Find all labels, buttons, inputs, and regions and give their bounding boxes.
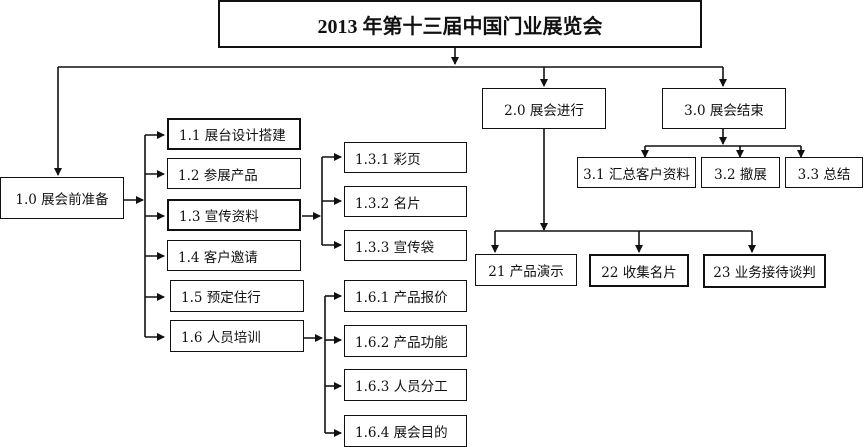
- node-label: 1.6.1 产品报价: [355, 290, 448, 306]
- chart-title: 2013 年第十三届中国门业展览会: [218, 0, 702, 48]
- node-prep: 1.0 展会前准备: [0, 177, 124, 219]
- node-label: 1.4 客户邀请: [178, 249, 258, 266]
- node-label: 1.6 人员培训: [181, 330, 261, 346]
- node-label: 1.6.2 产品功能: [355, 335, 448, 351]
- node-1-3-1: 1.3.1 彩页: [344, 142, 467, 173]
- node-1-6-1: 1.6.1 产品报价: [344, 280, 467, 312]
- node-label: 3.0 展会结束: [684, 102, 764, 119]
- node-1-3-2: 1.3.2 名片: [344, 186, 467, 217]
- node-1-4: 1.4 客户邀请: [167, 240, 301, 271]
- node-label: 1.2 参展产品: [178, 167, 258, 184]
- node-3-3: 3.3 总结: [785, 157, 863, 188]
- node-1-1: 1.1 展台设计搭建: [167, 118, 301, 150]
- node-2-3: 23 业务接待谈判: [703, 254, 826, 288]
- node-label: 3.3 总结: [797, 166, 851, 183]
- node-label: 1.3 宣传资料: [179, 209, 259, 225]
- title-text: 2013 年第十三届中国门业展览会: [317, 15, 603, 38]
- node-label: 1.0 展会前准备: [15, 192, 109, 208]
- node-2-2: 22 收集名片: [589, 254, 689, 287]
- node-3-1: 3.1 汇总客户资料: [577, 157, 696, 188]
- node-label: 1.6.3 人员分工: [355, 379, 448, 395]
- node-label: 1.3.1 彩页: [355, 151, 421, 168]
- node-label: 1.5 预定住行: [181, 290, 261, 306]
- node-label: 3.2 撤展: [714, 166, 767, 183]
- node-1-6: 1.6 人员培训: [170, 320, 304, 352]
- node-label: 21 产品演示: [488, 264, 564, 280]
- node-label: 23 业务接待谈判: [713, 265, 816, 281]
- node-1-5: 1.5 预定住行: [170, 280, 304, 312]
- node-1-6-2: 1.6.2 产品功能: [344, 325, 467, 357]
- node-3-2: 3.2 撤展: [701, 157, 780, 188]
- node-1-6-3: 1.6.3 人员分工: [344, 369, 467, 401]
- node-label: 22 收集名片: [601, 264, 677, 281]
- node-2-1: 21 产品演示: [475, 254, 577, 286]
- node-label: 1.3.3 宣传袋: [355, 239, 435, 256]
- node-label: 1.3.2 名片: [355, 195, 421, 212]
- node-1-3-3: 1.3.3 宣传袋: [344, 230, 467, 261]
- node-during: 2.0 展会进行: [482, 88, 606, 129]
- node-after: 3.0 展会结束: [662, 88, 786, 129]
- node-label: 2.0 展会进行: [504, 102, 584, 119]
- node-label: 1.6.4 展会目的: [355, 425, 448, 441]
- node-1-3: 1.3 宣传资料: [167, 199, 301, 231]
- node-label: 1.1 展台设计搭建: [179, 128, 286, 144]
- node-1-6-4: 1.6.4 展会目的: [344, 415, 467, 447]
- node-1-2: 1.2 参展产品: [167, 158, 301, 189]
- node-label: 3.1 汇总客户资料: [583, 166, 690, 183]
